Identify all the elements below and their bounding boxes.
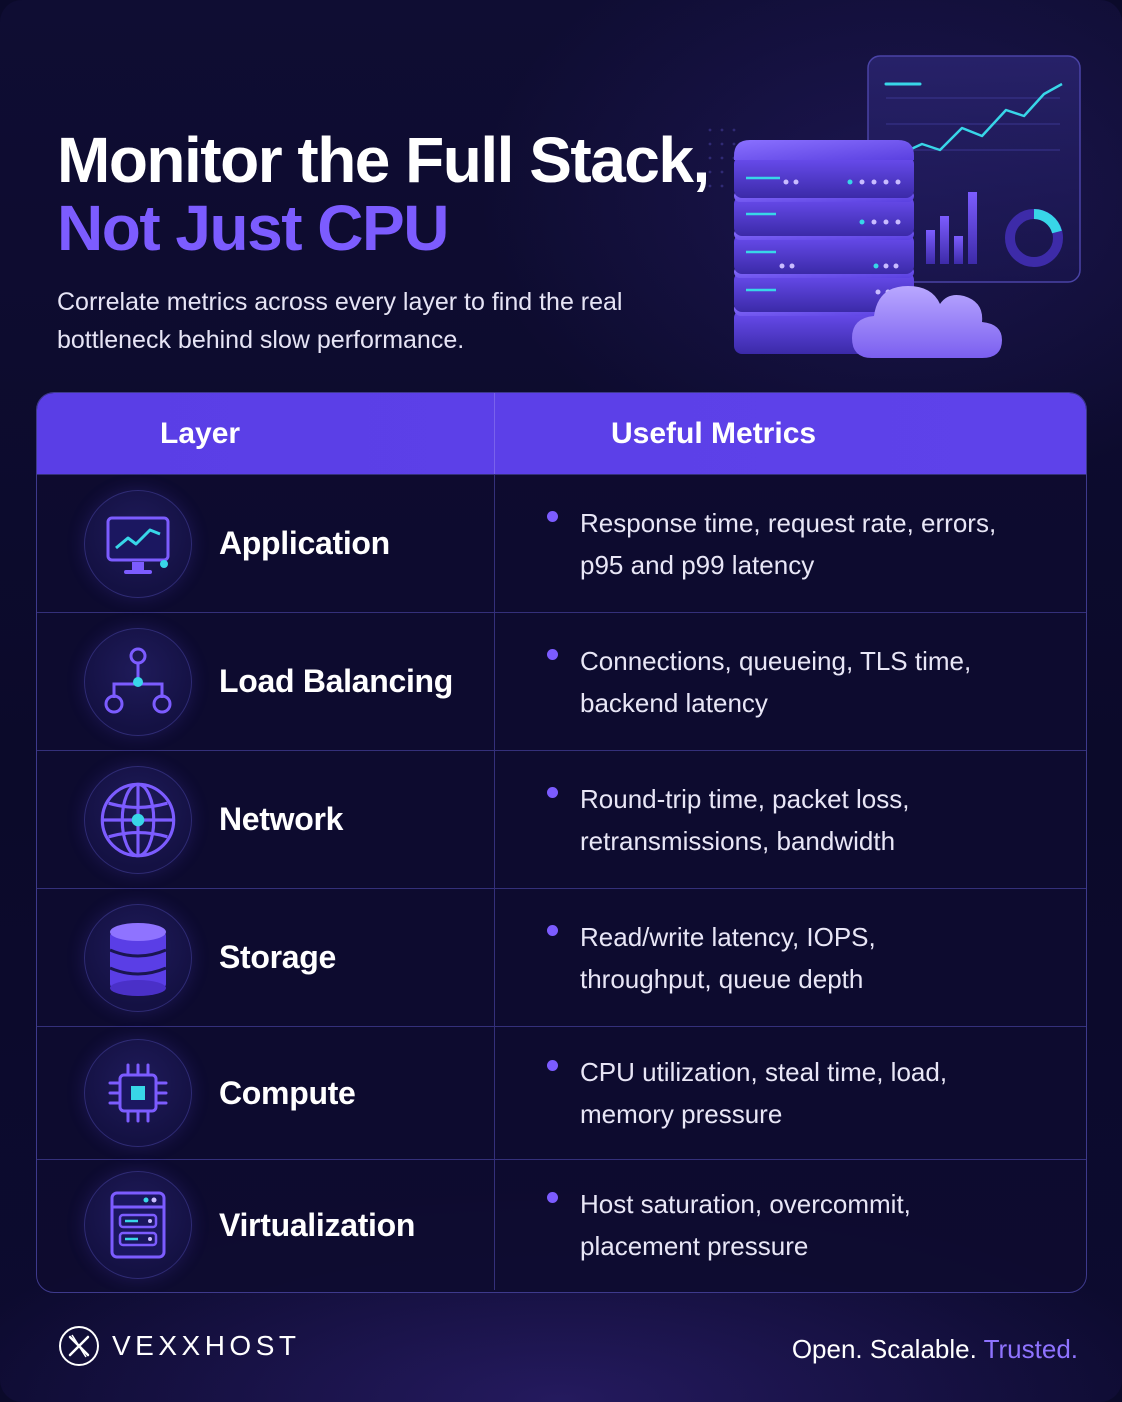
metrics-cell: Read/write latency, IOPS, throughput, qu… — [495, 889, 1086, 1026]
metrics-text: CPU utilization, steal time, load, memor… — [580, 1057, 948, 1129]
layer-name: Load Balancing — [219, 663, 454, 699]
trend-line — [895, 82, 1063, 158]
layer-cell: Storage — [37, 889, 495, 1026]
layer-name: Application — [219, 525, 390, 561]
table-row: Network Round-trip time, packet loss, re… — [37, 750, 1086, 888]
table-row: Compute CPU utilization, steal time, loa… — [37, 1026, 1086, 1159]
tagline-accent: Trusted. — [983, 1334, 1078, 1364]
bullet-icon — [547, 786, 558, 798]
vexxhost-logo-icon — [59, 1326, 99, 1366]
layer-name: Virtualization — [219, 1206, 416, 1243]
metrics-cell: Connections, queueing, TLS time, backend… — [495, 613, 1086, 750]
cpu-chip-icon — [84, 1039, 192, 1147]
column-header-layer: Layer — [37, 393, 495, 474]
metrics-text: Round-trip time, packet loss, retransmis… — [580, 783, 910, 856]
metrics-cell: Host saturation, overcommit, placement p… — [495, 1160, 1086, 1290]
table-row: Storage Read/write latency, IOPS, throug… — [37, 888, 1086, 1026]
cloud-icon — [852, 286, 1002, 358]
table-row: Load Balancing Connections, queueing, TL… — [37, 612, 1086, 750]
tagline-prefix: Open. Scalable. — [791, 1334, 977, 1364]
load-balancer-icon — [84, 627, 192, 736]
brand-logo: VEXXHOST — [58, 1325, 300, 1367]
table-header: Layer Useful Metrics — [37, 393, 1086, 474]
table-row: Application Response time, request rate,… — [37, 474, 1086, 612]
bullet-icon — [547, 1060, 558, 1071]
layer-name: Network — [219, 801, 344, 837]
layer-cell: Virtualization — [37, 1160, 495, 1290]
page-subtitle: Correlate metrics across every layer to … — [57, 288, 623, 354]
bullet-icon — [547, 648, 558, 660]
brand-name: VEXXHOST — [112, 1330, 301, 1361]
tagline: Open. Scalable. Trusted. — [792, 1334, 1078, 1365]
table-row: Virtualization Host saturation, overcomm… — [37, 1159, 1086, 1290]
bullet-icon — [547, 924, 558, 936]
metrics-text: Response time, request rate, errors, p95… — [580, 507, 997, 580]
metrics-table: Layer Useful Metrics Application — [36, 392, 1087, 1293]
metrics-text: Read/write latency, IOPS, throughput, qu… — [580, 921, 876, 994]
layer-cell: Compute — [37, 1027, 495, 1159]
column-header-metrics: Useful Metrics — [611, 416, 817, 450]
layer-name: Compute — [219, 1074, 356, 1111]
page-title: Monitor the Full Stack, Not Just CPU — [57, 126, 717, 262]
database-icon — [84, 903, 192, 1012]
server-rack-icon — [84, 1171, 192, 1279]
server-stack-illustration — [708, 55, 1081, 358]
bullet-icon — [547, 1192, 558, 1203]
monitor-chart-icon — [84, 489, 192, 598]
metrics-cell: Round-trip time, packet loss, retransmis… — [495, 751, 1086, 888]
layer-cell: Application — [37, 475, 495, 612]
metrics-cell: Response time, request rate, errors, p95… — [495, 475, 1086, 612]
layer-cell: Load Balancing — [37, 613, 495, 750]
bullet-icon — [547, 510, 558, 522]
title-line-1: Monitor the Full Stack, — [57, 124, 710, 196]
metrics-text: Connections, queueing, TLS time, backend… — [580, 645, 972, 718]
layer-name: Storage — [219, 939, 337, 975]
layer-cell: Network — [37, 751, 495, 888]
globe-icon — [84, 765, 192, 874]
metrics-text: Host saturation, overcommit, placement p… — [580, 1189, 911, 1261]
title-line-2: Not Just CPU — [57, 192, 449, 264]
metrics-cell: CPU utilization, steal time, load, memor… — [495, 1027, 1086, 1159]
